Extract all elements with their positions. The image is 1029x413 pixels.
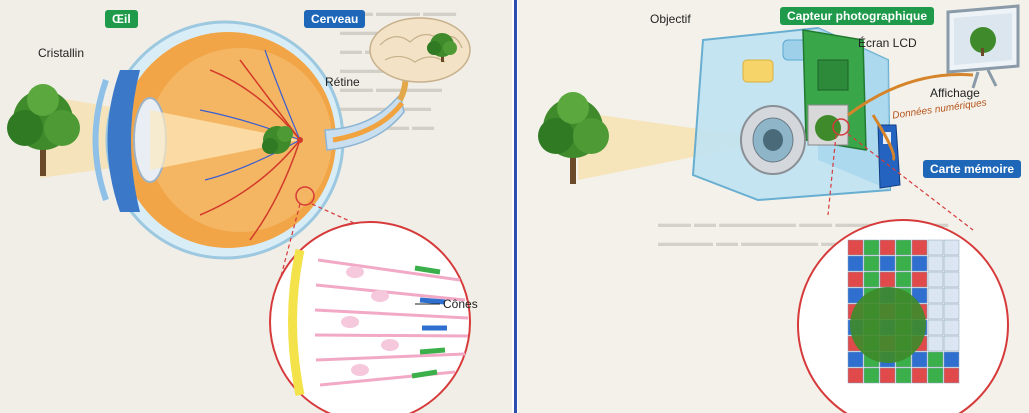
pixel-grid [847, 239, 960, 384]
sensor-pixel [847, 367, 864, 384]
sensor-tag: Capteur photographique [780, 7, 934, 25]
sensor-pixel [863, 239, 880, 256]
sensor-pixel [895, 255, 912, 272]
tree-object [7, 84, 80, 176]
sensor-pixel [863, 255, 880, 272]
pixelated-tree-image [850, 287, 926, 363]
sensor-pixel [927, 287, 944, 304]
sensor-pixel [927, 239, 944, 256]
camera-illustration [538, 4, 1020, 413]
eye-diagram-panel: ▬▬▬ ▬▬▬▬ ▬▬▬▬▬▬▬ ▬▬▬▬▬▬▬ ▬▬▬ ▬▬▬▬▬▬▬▬▬ ▬… [0, 0, 512, 413]
sensor-pixel [927, 351, 944, 368]
sensor-pixel [879, 239, 896, 256]
sensor-pixel [911, 239, 928, 256]
sensor-pixel [879, 271, 896, 288]
eye-tag: Œil [105, 10, 138, 28]
sensor-pixel [863, 367, 880, 384]
brain-tree-image [427, 33, 457, 62]
sensor-pixel [943, 335, 960, 352]
sensor-pixel [927, 319, 944, 336]
camera-lens [740, 105, 806, 175]
retina-tree-image [262, 126, 293, 154]
sensor-pixel [927, 255, 944, 272]
eye-illustration [7, 17, 471, 413]
sensor-pixel [943, 287, 960, 304]
brain-tag: Cerveau [304, 10, 366, 28]
sensor-pixel [879, 367, 896, 384]
sensor-pixel [943, 367, 960, 384]
iris [107, 70, 140, 212]
cones-label: Cônes [443, 297, 478, 311]
sensor-pixel [943, 271, 960, 288]
sensor-pixel [847, 271, 864, 288]
sensor-pixel [927, 367, 944, 384]
sensor-pixel [847, 351, 864, 368]
sensor-pixel [911, 255, 928, 272]
light-beam [578, 112, 778, 180]
sensor-pixel [895, 239, 912, 256]
sensor-pixel [927, 303, 944, 320]
sensor-pixel [847, 287, 864, 304]
sensor-pixel [863, 271, 880, 288]
sensor-pixel [847, 255, 864, 272]
retina-cells [314, 258, 469, 387]
sensor-pixel [927, 271, 944, 288]
sensor-pixel [943, 239, 960, 256]
lcd-screen [946, 4, 1020, 89]
camera-diagram-panel: ▬▬▬ ▬▬ ▬▬▬▬▬▬▬ ▬▬▬ ▬▬▬▬▬▬▬ ▬▬▬▬▬▬▬▬ ▬▬ ▬… [518, 0, 1029, 413]
retina-label: Rétine [325, 75, 360, 89]
tree-object [538, 92, 609, 184]
panel-divider [512, 0, 518, 413]
sensor-pixel [927, 335, 944, 352]
display-label: Affichage [930, 86, 980, 100]
sensor-pixel [879, 255, 896, 272]
sensor-pixel [847, 239, 864, 256]
sensor-pixel [943, 351, 960, 368]
memory-card [877, 124, 901, 189]
lens-label: Cristallin [38, 46, 85, 60]
memory-card-tag: Carte mémoire [923, 160, 1022, 178]
sensor-pixel [911, 367, 928, 384]
sensor-pixel [943, 303, 960, 320]
objective-label: Objectif [650, 12, 691, 26]
digital-data-arrow [847, 73, 974, 117]
lcd-screen-label: Écran LCD [858, 36, 917, 50]
sensor-pixel [895, 367, 912, 384]
sensor-pixel [895, 271, 912, 288]
sensor-pixel [911, 271, 928, 288]
sensor-pixel [943, 255, 960, 272]
sensor-pixel [943, 319, 960, 336]
sensor-pixel [911, 351, 928, 368]
